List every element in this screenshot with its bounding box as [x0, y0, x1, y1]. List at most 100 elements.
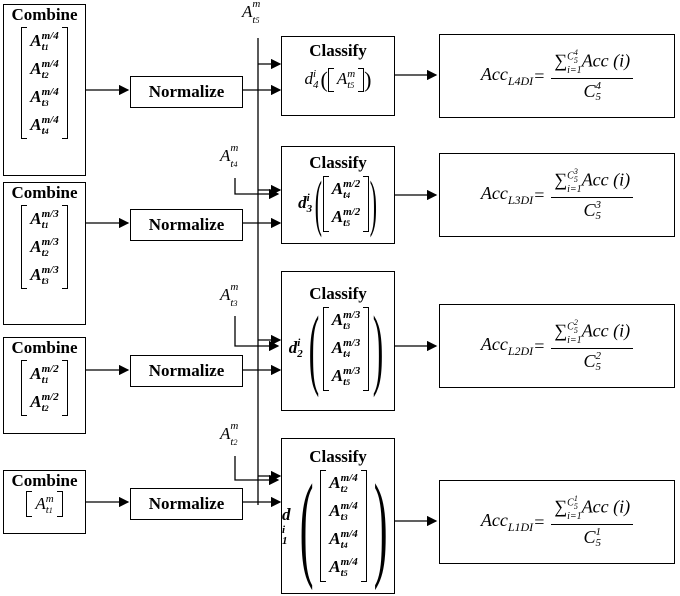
exponent: m/2: [41, 363, 59, 376]
classify-title: Classify: [309, 447, 367, 466]
subscript: t1: [41, 374, 49, 387]
right-bracket: [61, 360, 68, 416]
sum-lower: i=1: [567, 334, 582, 346]
classifier-subscript: 1: [282, 535, 288, 548]
left-paren: (: [299, 460, 314, 591]
classify-title: Classify: [309, 41, 367, 60]
exponent: m/2: [41, 391, 59, 404]
sub-index: 5: [343, 569, 348, 579]
subscript: t1: [41, 219, 49, 232]
classifier-subscript: 3: [306, 203, 313, 216]
accuracy-lhs: AccL2DI: [480, 333, 534, 358]
sub-index: 3: [44, 99, 49, 109]
normalize-label: Normalize: [148, 361, 225, 380]
combine-title: Combine: [11, 338, 78, 357]
subscript: t3: [340, 511, 348, 524]
exponent: m/3: [41, 264, 59, 277]
exponent: m/4: [340, 472, 358, 485]
sub-index: 3: [44, 277, 49, 287]
normalize-label: Normalize: [148, 82, 225, 101]
subscript: t3: [343, 320, 351, 333]
subscript: t2: [340, 483, 348, 496]
subscript: t4: [340, 539, 348, 552]
exponent: m/4: [340, 500, 358, 513]
side-input-arrow-t3: [234, 316, 280, 352]
denominator-sub: 5: [595, 361, 601, 374]
subscript: t4: [343, 189, 351, 202]
subscript: t5: [340, 567, 348, 580]
denominator-sup: 2: [595, 350, 601, 363]
left-bracket: [327, 68, 334, 92]
side-input-arrow-t2: [234, 456, 280, 486]
exponent: m/4: [340, 556, 358, 569]
sum-symbol: ∑: [554, 50, 568, 71]
subscript: t5: [347, 79, 355, 92]
sum-upper-sub: 5: [573, 55, 578, 65]
exponent: m/4: [41, 114, 59, 127]
equals-sign: =: [533, 511, 546, 532]
right-paren: ): [369, 170, 378, 238]
sum-symbol: ∑: [554, 496, 568, 517]
left-paren: (: [314, 170, 323, 238]
left-bracket: [322, 307, 329, 391]
combine-title: Combine: [11, 5, 78, 24]
exponent: m/2: [343, 206, 361, 219]
sum-lower: i=1: [567, 510, 582, 522]
exponent: m/3: [343, 337, 361, 350]
denominator-sub: 5: [595, 210, 601, 223]
sum-upper-sub: 5: [573, 501, 578, 511]
denominator-sub: 5: [595, 537, 601, 550]
sum-upper-sup: 4: [573, 47, 578, 57]
normalize-box-2: Normalize: [130, 209, 243, 241]
sum-symbol: ∑: [554, 169, 568, 190]
left-bracket: [322, 176, 329, 232]
equals-sign: =: [533, 65, 546, 86]
accuracy-lhs: AccL3DI: [480, 182, 534, 207]
left-bracket: [26, 491, 33, 517]
sub-index: 2: [44, 404, 49, 414]
sub-index: 4: [44, 127, 49, 137]
subscript: t4: [343, 348, 351, 361]
